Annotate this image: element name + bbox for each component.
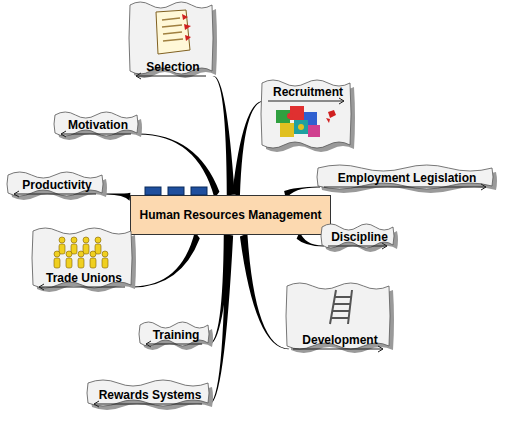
branch-banner: Motivation bbox=[55, 112, 141, 140]
branch-banner: Trade Unions bbox=[33, 228, 135, 292]
central-box: Human Resources Management bbox=[130, 195, 331, 235]
branch-banner: Productivity bbox=[8, 172, 106, 200]
branch-banner: Employment Legislation bbox=[318, 165, 496, 193]
branch-label: Trade Unions bbox=[33, 271, 135, 285]
branch-banner: Training bbox=[140, 322, 212, 350]
branch-label: Motivation bbox=[55, 118, 141, 132]
branch-label: Training bbox=[140, 328, 212, 342]
branch-connector bbox=[232, 101, 264, 196]
branch-connector bbox=[138, 134, 220, 199]
branch-connector bbox=[132, 232, 200, 288]
branch-banner: Selection bbox=[130, 2, 216, 78]
branch-banner: Discipline bbox=[322, 224, 397, 252]
branch-banner: Rewards Systems bbox=[88, 380, 212, 410]
branch-label: Recruitment bbox=[262, 85, 354, 99]
branch-label: Discipline bbox=[322, 230, 397, 244]
box-tabs bbox=[145, 187, 207, 195]
branch-label: Productivity bbox=[8, 178, 106, 192]
puzzle-icon bbox=[276, 106, 336, 137]
ladder-icon bbox=[330, 290, 352, 324]
central-label: Human Resources Management bbox=[130, 208, 331, 222]
branch-label: Rewards Systems bbox=[88, 388, 212, 402]
document-icon bbox=[156, 10, 191, 54]
branch-label: Selection bbox=[130, 60, 216, 74]
branch-connector bbox=[208, 235, 233, 405]
branch-label: Employment Legislation bbox=[318, 171, 496, 185]
branch-connector bbox=[103, 193, 130, 201]
branch-banner: Recruitment bbox=[262, 80, 354, 152]
branch-connector bbox=[240, 234, 290, 350]
people-icon bbox=[54, 237, 108, 268]
branch-banner: Development bbox=[287, 283, 393, 353]
branch-label: Development bbox=[287, 333, 393, 347]
branch-connector bbox=[212, 76, 234, 196]
